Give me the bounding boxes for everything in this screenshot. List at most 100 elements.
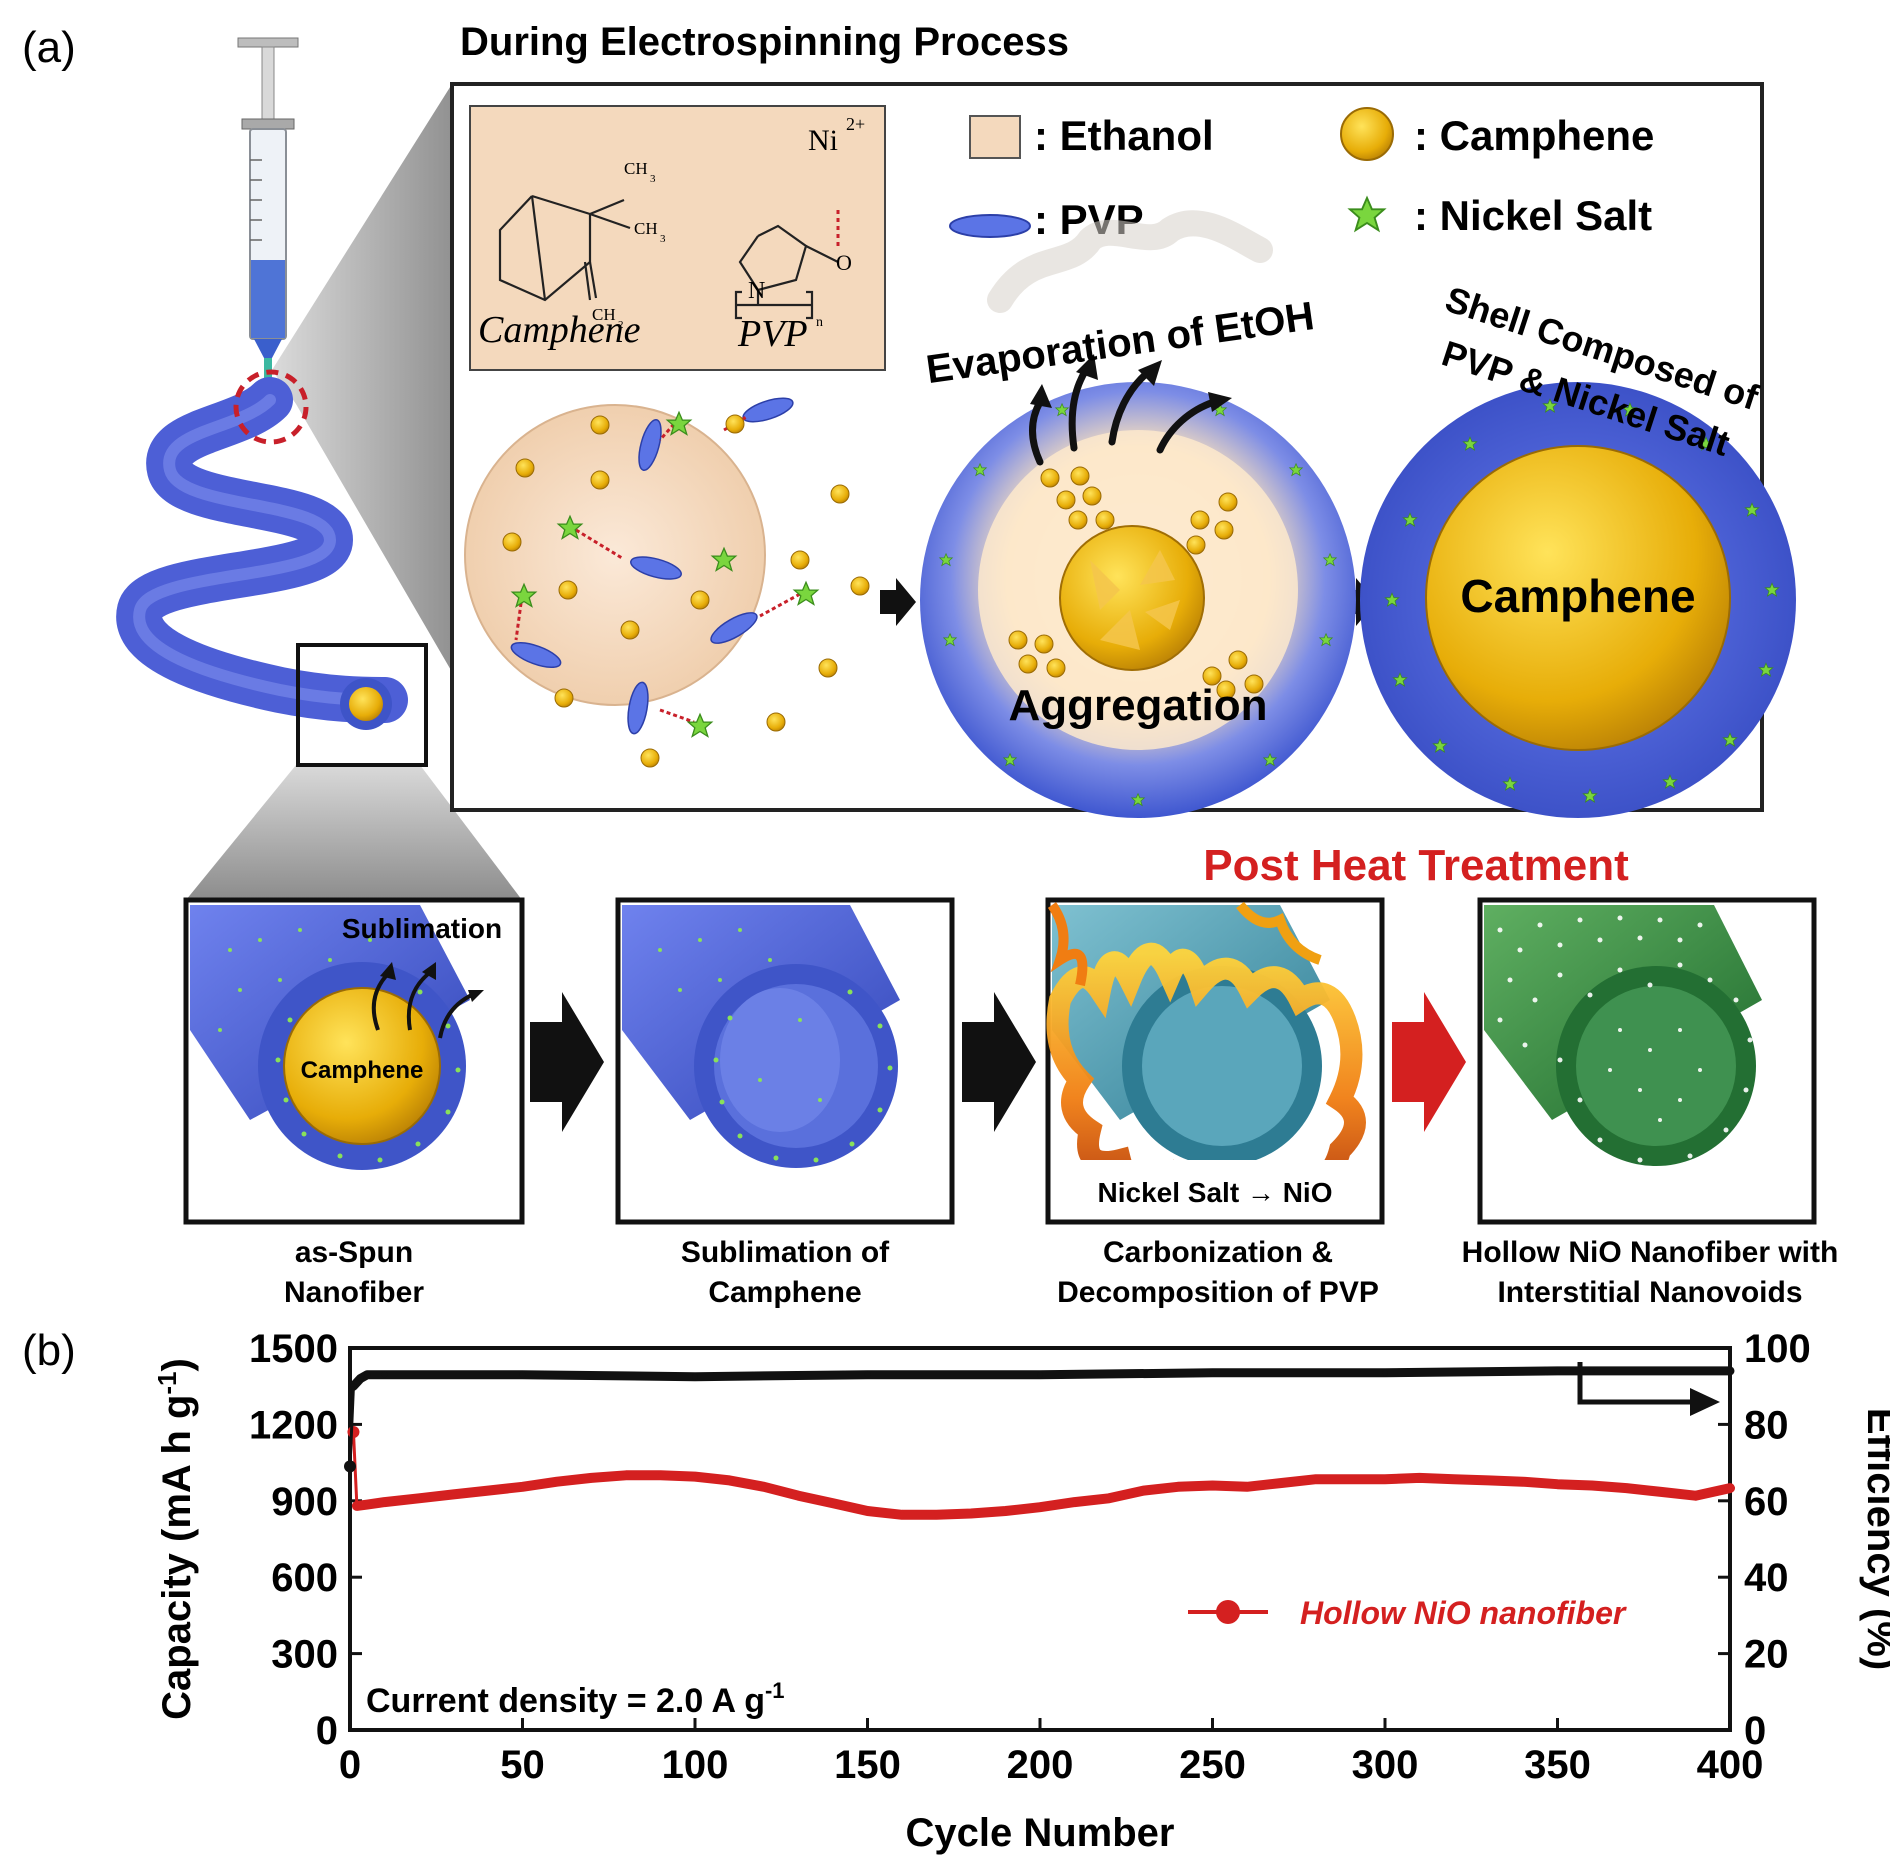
- initial-point: [344, 1460, 356, 1473]
- right-axis-pointer: [1577, 1362, 1692, 1405]
- capacity-point: [1382, 1476, 1388, 1483]
- arrow-right-1: [880, 578, 916, 626]
- capacity-point: [1485, 1477, 1492, 1484]
- y2-tick-label: 40: [1744, 1556, 1789, 1600]
- shell-circle: [1360, 382, 1796, 818]
- aggregation-circle: [920, 210, 1356, 818]
- y-tick-label: 300: [271, 1633, 338, 1677]
- capacity-point: [726, 1477, 733, 1484]
- caption-1-line1: as-Spun: [295, 1236, 413, 1269]
- pvp-legend-swatch: [949, 214, 1031, 238]
- oxygen-label: O: [836, 250, 852, 275]
- data-layer: [344, 1366, 1735, 1520]
- initial-point: [347, 1426, 360, 1439]
- small-camphene-label: Camphene: [301, 1057, 424, 1084]
- process-arrow-2: [962, 992, 1036, 1132]
- capacity-point: [623, 1472, 629, 1479]
- capacity-point: [1692, 1492, 1699, 1499]
- process-arrow-1: [530, 992, 604, 1132]
- efficiency-point: [1554, 1367, 1561, 1374]
- efficiency-point: [1382, 1369, 1388, 1376]
- capacity-point: [554, 1478, 560, 1485]
- zoom-cone-top: [272, 84, 452, 672]
- svg-text:3: 3: [650, 173, 656, 185]
- y-axis-label: Capacity (mA h g-1): [152, 1358, 199, 1720]
- zoom-cone-bottom: [186, 765, 522, 900]
- ch3-label-b: CH: [634, 219, 658, 238]
- x-tick-label: 400: [1697, 1743, 1764, 1787]
- capacity-point: [416, 1495, 422, 1502]
- efficiency-point: [1589, 1367, 1595, 1374]
- caption-3-line1: Carbonization &: [1103, 1236, 1333, 1269]
- y-tick-label: 600: [271, 1556, 338, 1600]
- ch3-label-a: CH: [624, 159, 648, 178]
- panel-a-label: (a): [22, 23, 76, 72]
- caption-4-line1: Hollow NiO Nanofiber with: [1462, 1236, 1839, 1269]
- capacity-point: [1416, 1474, 1423, 1481]
- post-heat-title: Post Heat Treatment: [1203, 841, 1629, 890]
- capacity-point: [450, 1491, 457, 1498]
- y2-tick-label: 0: [1744, 1709, 1766, 1753]
- y2-tick-label: 20: [1744, 1633, 1789, 1677]
- capacity-point: [830, 1500, 836, 1507]
- caption-4-line2: Interstitial Nanovoids: [1497, 1276, 1802, 1309]
- efficiency-point: [1209, 1369, 1216, 1376]
- initial-segment: [348, 1386, 355, 1467]
- solution-circle: [464, 392, 870, 768]
- camphene-structure: [498, 194, 631, 302]
- svg-text:2+: 2+: [846, 114, 865, 134]
- capacity-point: [1554, 1481, 1561, 1488]
- caption-3-line2: Decomposition of PVP: [1057, 1276, 1379, 1309]
- x-tick-label: 350: [1524, 1743, 1591, 1787]
- legend-ethanol: : Ethanol: [1034, 112, 1214, 159]
- capacity-series-line: [351, 1470, 1735, 1520]
- capacity-point: [1451, 1476, 1457, 1483]
- svg-text:n: n: [816, 315, 823, 330]
- x-tick-label: 300: [1352, 1743, 1419, 1787]
- capacity-point: [381, 1499, 388, 1506]
- legend-nickel-salt: : Nickel Salt: [1414, 192, 1652, 239]
- capacity-point: [1209, 1482, 1216, 1489]
- x-tick-label: 150: [834, 1743, 901, 1787]
- capacity-point: [795, 1492, 802, 1499]
- capacity-point: [1313, 1476, 1319, 1483]
- capacity-point: [968, 1510, 974, 1517]
- carbonization-box: [1045, 897, 1385, 1225]
- capacity-point: [1589, 1482, 1595, 1489]
- capacity-point: [1278, 1479, 1285, 1486]
- y-tick-label: 1200: [249, 1403, 338, 1447]
- x-axis-label: Cycle Number: [906, 1811, 1175, 1855]
- nickel-ion-label: Ni: [808, 124, 838, 157]
- syringe-icon: [237, 37, 299, 382]
- legend-series-label: Hollow NiO nanofiber: [1300, 1595, 1627, 1631]
- efficiency-point: [519, 1371, 526, 1378]
- capacity-point: [1140, 1487, 1147, 1494]
- efficiency-point: [1037, 1371, 1043, 1378]
- capacity-point: [485, 1487, 491, 1494]
- svg-text:3: 3: [660, 233, 666, 245]
- efficiency-point: [357, 1375, 364, 1382]
- current-density-annotation: Current density = 2.0 A g-1: [366, 1678, 785, 1720]
- aggregation-label: Aggregation: [1008, 681, 1267, 730]
- caption-2-line1: Sublimation of: [681, 1236, 890, 1269]
- svg-text:2: 2: [618, 319, 624, 331]
- capacity-point: [761, 1483, 767, 1490]
- x-tick-label: 200: [1007, 1743, 1074, 1787]
- capacity-point: [364, 1501, 371, 1508]
- capacity-point: [864, 1507, 871, 1514]
- x-tick-label: 100: [662, 1743, 729, 1787]
- y2-axis-label: Efficiency (%): [1859, 1408, 1890, 1670]
- y-tick-label: 1500: [249, 1327, 338, 1371]
- legend-camphene: : Camphene: [1414, 112, 1654, 159]
- pvp-structure-label: PVP: [737, 313, 808, 355]
- capacity-point: [588, 1474, 595, 1481]
- capacity-point: [1175, 1483, 1181, 1490]
- x-tick-label: 0: [339, 1743, 361, 1787]
- panel-b-label: (b): [22, 1326, 76, 1375]
- camphene-structure-label: Camphene: [478, 309, 641, 351]
- capacity-point: [1727, 1485, 1733, 1492]
- capacity-point: [1106, 1495, 1112, 1502]
- ch2-label: CH: [592, 305, 616, 324]
